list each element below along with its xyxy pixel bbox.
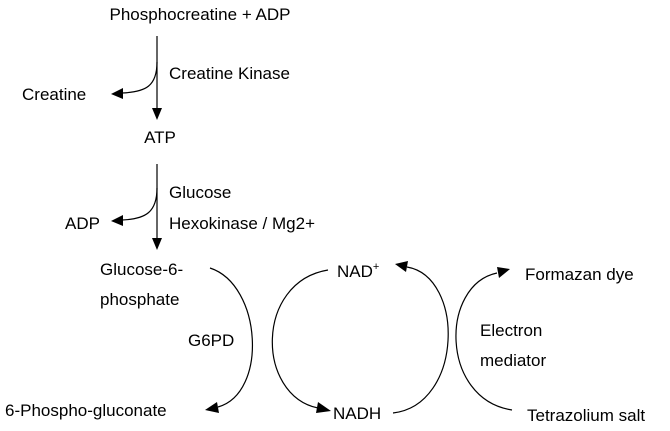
- side-arrow-to-adp: [111, 187, 158, 226]
- label-g6pd: G6PD: [188, 331, 234, 350]
- label-tetrazolium-salt: Tetrazolium salt: [527, 406, 645, 425]
- label-electron-mediator-line2: mediator: [480, 351, 546, 370]
- nad-superscript: +: [373, 261, 379, 273]
- label-glucose-6-phosphate-line2: phosphate: [100, 290, 179, 309]
- label-glucose-6-phosphate-line1: Glucose-6-: [100, 260, 183, 279]
- label-formazan-dye: Formazan dye: [525, 265, 634, 284]
- label-hexokinase-mg2: Hexokinase / Mg2+: [169, 214, 315, 233]
- main-arrow-to-glucose-6-phosphate: [152, 164, 162, 250]
- nad-base: NAD: [337, 262, 373, 281]
- label-adp: ADP: [65, 214, 100, 233]
- curve-arrow-nad-to-nadh: [271, 269, 331, 413]
- label-glucose: Glucose: [169, 183, 231, 202]
- label-creatine-kinase: Creatine Kinase: [169, 64, 290, 83]
- curve-arrow-tetrazolium-to-formazan: [455, 267, 513, 411]
- label-nad-plus: NAD+: [337, 261, 379, 281]
- label-6-phosphogluconate: 6-Phospho-gluconate: [5, 401, 167, 420]
- label-electron-mediator-line1: Electron: [480, 321, 542, 340]
- label-phosphocreatine-adp: Phosphocreatine + ADP: [110, 5, 291, 24]
- label-creatine: Creatine: [22, 85, 86, 104]
- curve-arrow-to-6-phosphogluconate: [205, 267, 254, 413]
- label-nadh: NADH: [333, 404, 381, 423]
- side-arrow-to-creatine: [111, 61, 158, 99]
- main-arrow-to-atp: [152, 36, 162, 120]
- curve-arrow-nadh-to-nad: [392, 261, 449, 414]
- label-atp: ATP: [144, 128, 176, 147]
